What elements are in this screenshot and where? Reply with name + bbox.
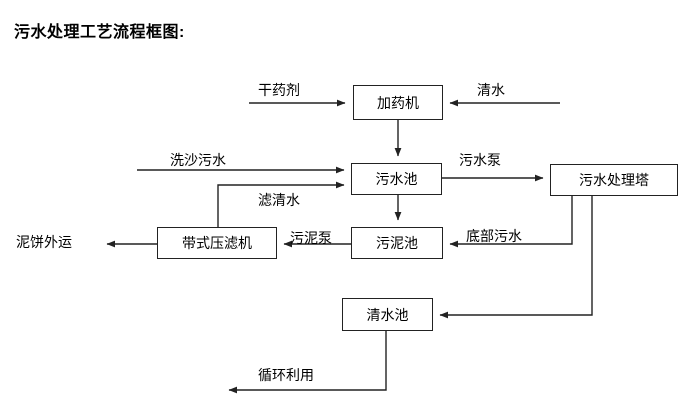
page-title: 污水处理工艺流程框图: xyxy=(14,24,185,41)
node-label: 加药机 xyxy=(377,94,419,111)
edge-label-bottom-sewage: 底部污水 xyxy=(466,228,522,244)
node-label: 污水处理塔 xyxy=(579,172,649,188)
edge-label-sand-wash-sewage: 洗沙污水 xyxy=(170,152,226,168)
node-label: 清水池 xyxy=(366,306,409,323)
edge-label-sewage-pump: 污水泵 xyxy=(459,152,501,168)
node-label: 污泥池 xyxy=(376,235,418,251)
node-clean-water-pool[interactable]: 清水池 xyxy=(342,298,433,331)
edge-label-recycle-use: 循环利用 xyxy=(258,367,314,383)
node-dosing-machine[interactable]: 加药机 xyxy=(353,85,443,120)
edge-label-sludge-pump: 污泥泵 xyxy=(290,230,332,246)
node-sewage-pool[interactable]: 污水池 xyxy=(351,163,442,195)
terminal-label-mud-cake-out: 泥饼外运 xyxy=(16,234,72,250)
node-label: 污水池 xyxy=(375,171,418,187)
wire-tower-to-clean-water-pool xyxy=(439,196,593,319)
node-sludge-pool[interactable]: 污泥池 xyxy=(351,227,443,259)
node-treatment-tower[interactable]: 污水处理塔 xyxy=(550,164,678,196)
edge-label-dry-reagent: 干药剂 xyxy=(258,82,300,98)
node-label: 带式压滤机 xyxy=(182,235,252,251)
edge-label-filtrate-water: 滤清水 xyxy=(258,192,300,208)
edge-label-clean-water-in: 清水 xyxy=(477,82,505,98)
node-belt-filter-press[interactable]: 带式压滤机 xyxy=(157,227,277,259)
